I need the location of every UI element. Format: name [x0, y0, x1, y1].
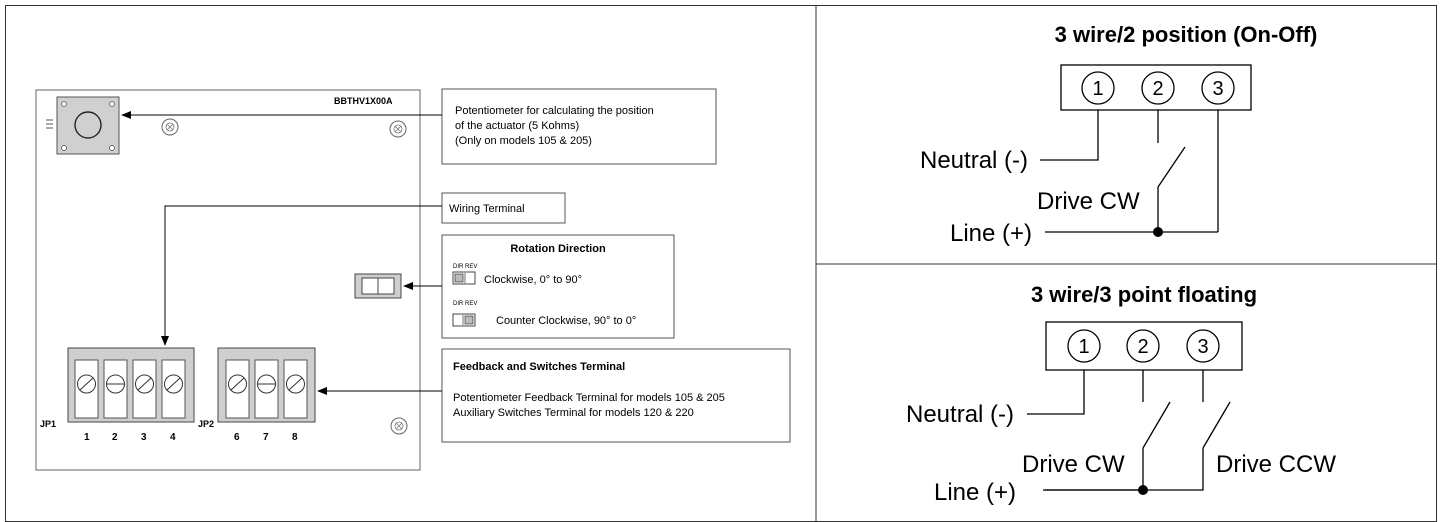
- terminal-screw: [254, 359, 279, 419]
- three-point-neutral-label: Neutral (-): [906, 401, 1014, 428]
- mounting-screw-icon: [389, 120, 407, 138]
- terminal-screw: [225, 359, 250, 419]
- two-position-title: 3 wire/2 position (On-Off): [1055, 22, 1318, 47]
- feedback-line: Auxiliary Switches Terminal for models 1…: [453, 407, 694, 419]
- jp1-terminal-block: [67, 347, 195, 423]
- rotation-dip-switch: [354, 273, 402, 299]
- clockwise-label: Clockwise, 0° to 90°: [484, 274, 582, 286]
- jp2-terminal-number: 8: [292, 432, 298, 443]
- terminal-screw: [132, 359, 157, 419]
- three-point-drive-cw-label: Drive CW: [1022, 451, 1125, 478]
- three-point-title: 3 wire/3 point floating: [1031, 282, 1257, 307]
- dip-switch-dir-icon: [452, 271, 476, 285]
- potentiometer-callout-line: of the actuator (5 Kohms): [455, 120, 579, 132]
- jp2-label: JP2: [198, 419, 214, 429]
- neutral-wire: [1040, 110, 1099, 161]
- jp1-terminal-number: 2: [112, 432, 118, 443]
- jp1-terminal-number: 1: [84, 432, 90, 443]
- terminal-circle: [1067, 329, 1101, 363]
- jp1-terminal-number: 3: [141, 432, 147, 443]
- terminal-screw: [103, 359, 128, 419]
- terminal-screw: [283, 359, 308, 419]
- terminal-screw: [161, 359, 186, 419]
- terminal-circle: [1141, 71, 1175, 105]
- rev-switch-label: REV: [465, 301, 477, 307]
- terminal-number: 1: [1092, 78, 1103, 100]
- circuit-board: BBTHV1X00A: [35, 89, 421, 471]
- potentiometer-component: [46, 96, 120, 155]
- jp1-terminal-number: 4: [170, 432, 176, 443]
- junction-dot: [1138, 485, 1148, 495]
- terminal-number: 2: [1137, 336, 1148, 358]
- dir-switch-label: DIR: [453, 301, 464, 307]
- terminal-circle: [1081, 71, 1115, 105]
- potentiometer-callout-line: (Only on models 105 & 205): [455, 135, 592, 147]
- terminal-number: 2: [1152, 78, 1163, 100]
- rotation-direction-callout: Rotation Direction DIR REV Clockwise, 0°…: [403, 234, 675, 339]
- feedback-line: Potentiometer Feedback Terminal for mode…: [453, 392, 725, 404]
- three-point-line-label: Line (+): [934, 479, 1016, 506]
- junction-dot: [1153, 227, 1163, 237]
- terminal-circle: [1186, 329, 1220, 363]
- counter-clockwise-label: Counter Clockwise, 90° to 0°: [496, 315, 636, 327]
- neutral-wire: [1027, 370, 1085, 415]
- terminal-number: 1: [1078, 336, 1089, 358]
- terminal-number: 3: [1212, 78, 1223, 100]
- terminal-circle: [1126, 329, 1160, 363]
- jp2-terminal-number: 7: [263, 432, 269, 443]
- drive-cw-switch: [1157, 146, 1186, 188]
- mounting-screw-icon: [390, 417, 408, 435]
- feedback-terminal-callout: Feedback and Switches Terminal Potentiom…: [317, 348, 791, 443]
- wiring-terminal-callout: Wiring Terminal: [161, 192, 566, 346]
- jp1-label: JP1: [40, 419, 56, 429]
- wiring-terminal-arrow: [161, 205, 442, 346]
- three-point-diagram: 3 wire/3 point floating 1 2 3 Neutral (-…: [906, 282, 1336, 506]
- wiring-terminal-label: Wiring Terminal: [449, 203, 525, 215]
- drive-cw-switch: [1142, 401, 1171, 449]
- rotation-direction-title: Rotation Direction: [510, 243, 606, 255]
- terminal-number: 3: [1197, 336, 1208, 358]
- dir-switch-label: DIR: [453, 264, 464, 270]
- jp2-terminal-number: 6: [234, 432, 240, 443]
- terminal-screw: [74, 359, 99, 419]
- jp2-terminal-block: [217, 347, 316, 423]
- potentiometer-callout: Potentiometer for calculating the positi…: [121, 88, 717, 165]
- mounting-screw-icon: [161, 118, 179, 136]
- feedback-title: Feedback and Switches Terminal: [453, 361, 625, 373]
- board-model-label: BBTHV1X00A: [334, 96, 393, 106]
- dip-switch-rev-icon: [452, 313, 476, 327]
- three-point-drive-ccw-label: Drive CCW: [1216, 451, 1336, 478]
- two-position-neutral-label: Neutral (-): [920, 147, 1028, 174]
- terminal-circle: [1201, 71, 1235, 105]
- two-position-line-label: Line (+): [950, 220, 1032, 247]
- rev-switch-label: REV: [465, 264, 477, 270]
- drive-ccw-switch: [1202, 401, 1231, 449]
- potentiometer-callout-line: Potentiometer for calculating the positi…: [455, 105, 654, 117]
- two-position-diagram: 3 wire/2 position (On-Off) 1 2 3 Neutral…: [920, 22, 1317, 247]
- two-position-drive-cw-label: Drive CW: [1037, 188, 1140, 215]
